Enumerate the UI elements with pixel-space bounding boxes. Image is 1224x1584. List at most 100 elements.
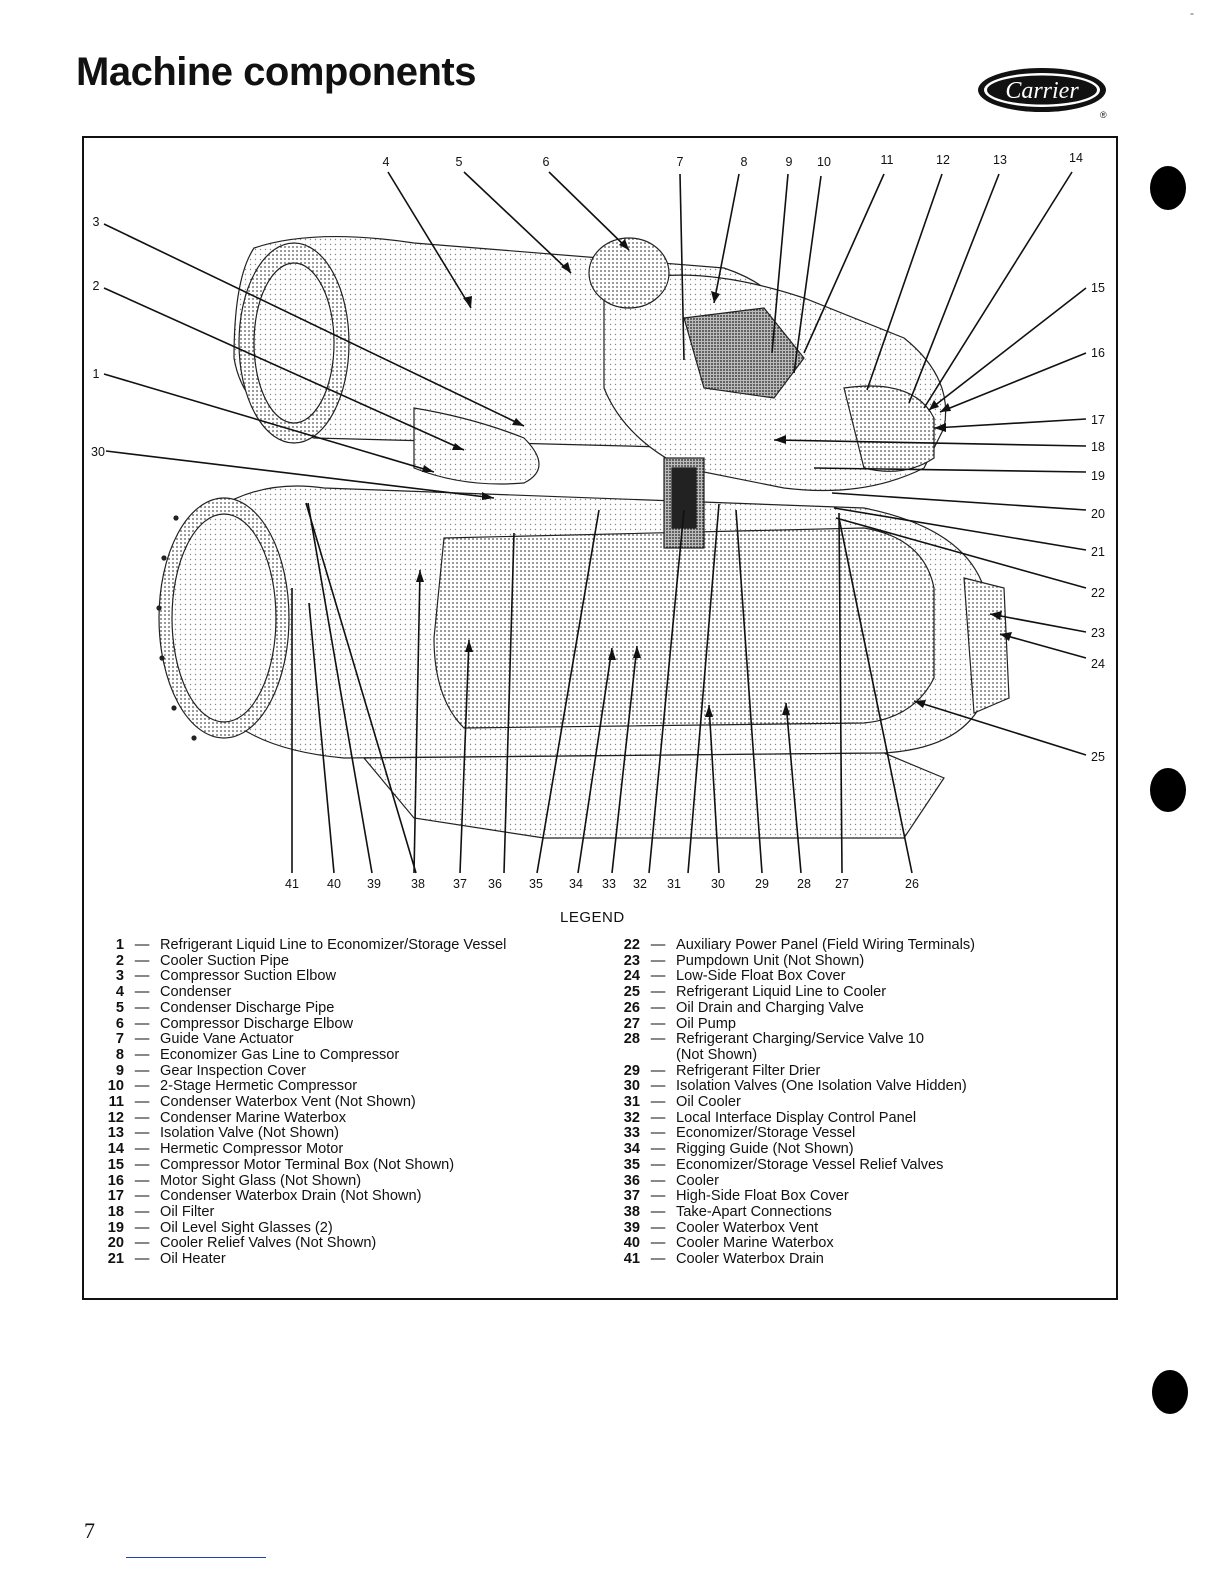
callout-24: 24 — [1091, 657, 1105, 671]
legend-item: 37—High-Side Float Box Cover — [612, 1189, 1052, 1205]
callout-18: 18 — [1091, 440, 1105, 454]
legend-number: 10 — [107, 1078, 124, 1095]
leader-lines — [103, 171, 1087, 874]
legend-number: 6 — [115, 1015, 124, 1032]
legend-dash: — — [134, 1141, 150, 1158]
callout-20: 20 — [1091, 507, 1105, 521]
registered-mark: ® — [1100, 110, 1107, 120]
callout-40: 40 — [327, 877, 341, 891]
legend-item: 41—Cooler Waterbox Drain — [612, 1251, 1052, 1268]
legend-item: 33—Economizer/Storage Vessel — [612, 1126, 1052, 1142]
legend-item: 24—Low-Side Float Box Cover — [612, 969, 1052, 985]
machine-body — [156, 236, 1010, 839]
legend-dash: — — [650, 1141, 666, 1158]
legend-number: 2 — [115, 952, 124, 969]
legend-dash: — — [650, 1031, 666, 1048]
callout-11: 11 — [881, 153, 894, 167]
legend-text: Isolation Valves (One Isolation Valve Hi… — [676, 1078, 967, 1095]
legend-item: 4—Condenser — [96, 984, 576, 1001]
legend-item: 34 — Rigging Guide (Not Shown) — [612, 1141, 1052, 1158]
legend-column-right: 22—Auxiliary Power Panel (Field Wiring T… — [612, 937, 1052, 1268]
legend-number: 38 — [623, 1203, 640, 1220]
legend-text: Condenser Marine Waterbox — [160, 1109, 347, 1126]
legend-dash: — — [650, 1094, 666, 1111]
legend-number: 34 — [623, 1141, 640, 1158]
legend-text: Oil Heater — [160, 1251, 226, 1268]
legend-number: 39 — [623, 1219, 640, 1236]
legend-text: Cooler Suction Pipe — [160, 952, 289, 969]
callout-28: 28 — [797, 877, 811, 891]
legend-item: 22—Auxiliary Power Panel (Field Wiring T… — [612, 937, 1052, 954]
legend-text: Condenser Discharge Pipe — [160, 999, 335, 1016]
legend-item: 29 — Refrigerant Filter Drier — [612, 1062, 1052, 1080]
callout-13: 13 — [993, 153, 1007, 167]
legend-number: 18 — [107, 1203, 124, 1220]
legend-item: 11—Condenser Waterbox Vent (Not Shown) — [96, 1094, 576, 1111]
callout-5: 5 — [456, 155, 463, 169]
legend-text: (Not Shown) — [676, 1046, 758, 1063]
legend-dash: — — [134, 984, 150, 1001]
legend-item: 35—Economizer/Storage Vessel Relief Valv… — [612, 1156, 1052, 1174]
legend-text: Rigging Guide (Not Shown) — [676, 1141, 854, 1158]
legend-number: 1 — [115, 937, 124, 953]
legend-dash: — — [650, 999, 666, 1016]
callout-21: 21 — [1091, 545, 1105, 559]
legend-item: 26—Oil Drain and Charging Valve — [612, 999, 1052, 1017]
callout-36: 36 — [488, 877, 502, 891]
callout-29: 29 — [755, 877, 769, 891]
legend-number: 41 — [623, 1251, 640, 1268]
callout-6: 6 — [543, 155, 550, 169]
legend-text: Condenser Waterbox Drain (Not Shown) — [160, 1188, 422, 1205]
legend-text: High-Side Float Box Cover — [676, 1188, 849, 1205]
legend-text: Local Interface Display Control Panel — [676, 1109, 917, 1126]
legend-dash: — — [134, 1078, 150, 1095]
legend-text: Pumpdown Unit (Not Shown) — [676, 952, 865, 969]
legend-number: 32 — [623, 1109, 640, 1126]
legend-text: Cooler Waterbox Vent — [676, 1219, 819, 1236]
legend-number: 14 — [107, 1141, 124, 1158]
legend-dash: — — [134, 1235, 150, 1252]
legend-item-continuation: (Not Shown) — [612, 1046, 1052, 1064]
legend-item: 40—Cooler Marine Waterbox — [612, 1236, 1052, 1252]
legend-item: 19—Oil Level Sight Glasses (2) — [96, 1219, 576, 1237]
legend-number: 31 — [623, 1094, 640, 1111]
arrowheads — [416, 239, 1012, 717]
callout-8: 8 — [741, 155, 748, 169]
legend-number: 11 — [108, 1094, 124, 1111]
legend-dash: — — [134, 1219, 150, 1236]
legend-item: 3—Compressor Suction Elbow — [96, 969, 576, 985]
machine-illustration: 4 5 6 7 8 9 10 11 12 13 14 3 2 1 30 15 1… — [91, 151, 1105, 891]
legend-dash: — — [134, 1156, 150, 1173]
callout-30-left: 30 — [91, 445, 105, 459]
legend-item: 10—2-Stage Hermetic Compressor — [96, 1079, 576, 1095]
legend-item: 23—Pumpdown Unit (Not Shown) — [612, 952, 1052, 970]
legend-text: Compressor Motor Terminal Box (Not Shown… — [160, 1156, 455, 1173]
callout-10: 10 — [817, 155, 831, 169]
legend-item: 32 — Local Interface Display Control Panel — [612, 1109, 1052, 1127]
legend-item: 20—Cooler Relief Valves (Not Shown) — [96, 1236, 576, 1252]
legend-dash: — — [650, 1062, 666, 1079]
legend-dash: — — [650, 1015, 666, 1032]
callout-27: 27 — [835, 877, 849, 891]
legend-dash: — — [650, 984, 666, 1001]
legend-dash: — — [134, 937, 150, 953]
callout-25: 25 — [1091, 750, 1105, 764]
legend-item: 21—Oil Heater — [96, 1251, 576, 1268]
legend-item: 7—Guide Vane Actuator — [96, 1032, 576, 1048]
callout-numbers: 4 5 6 7 8 9 10 11 12 13 14 3 2 1 30 15 1… — [91, 151, 1105, 891]
legend-number: 21 — [107, 1251, 124, 1268]
legend-text: Refrigerant Filter Drier — [676, 1062, 821, 1079]
legend-dash: — — [650, 1109, 666, 1126]
legend-dash: — — [134, 999, 150, 1016]
legend-text: Compressor Suction Elbow — [160, 968, 337, 985]
legend-number: 29 — [623, 1062, 640, 1079]
callout-3: 3 — [93, 215, 100, 229]
legend-text: Compressor Discharge Elbow — [160, 1015, 354, 1032]
legend-dash: — — [650, 1235, 666, 1252]
legend-text: Oil Filter — [160, 1203, 215, 1220]
legend-number: 35 — [623, 1156, 640, 1173]
legend-number: 16 — [107, 1172, 124, 1189]
legend-dash: — — [134, 1172, 150, 1189]
legend-dash: — — [650, 952, 666, 969]
legend-item: 17—Condenser Waterbox Drain (Not Shown) — [96, 1189, 576, 1205]
